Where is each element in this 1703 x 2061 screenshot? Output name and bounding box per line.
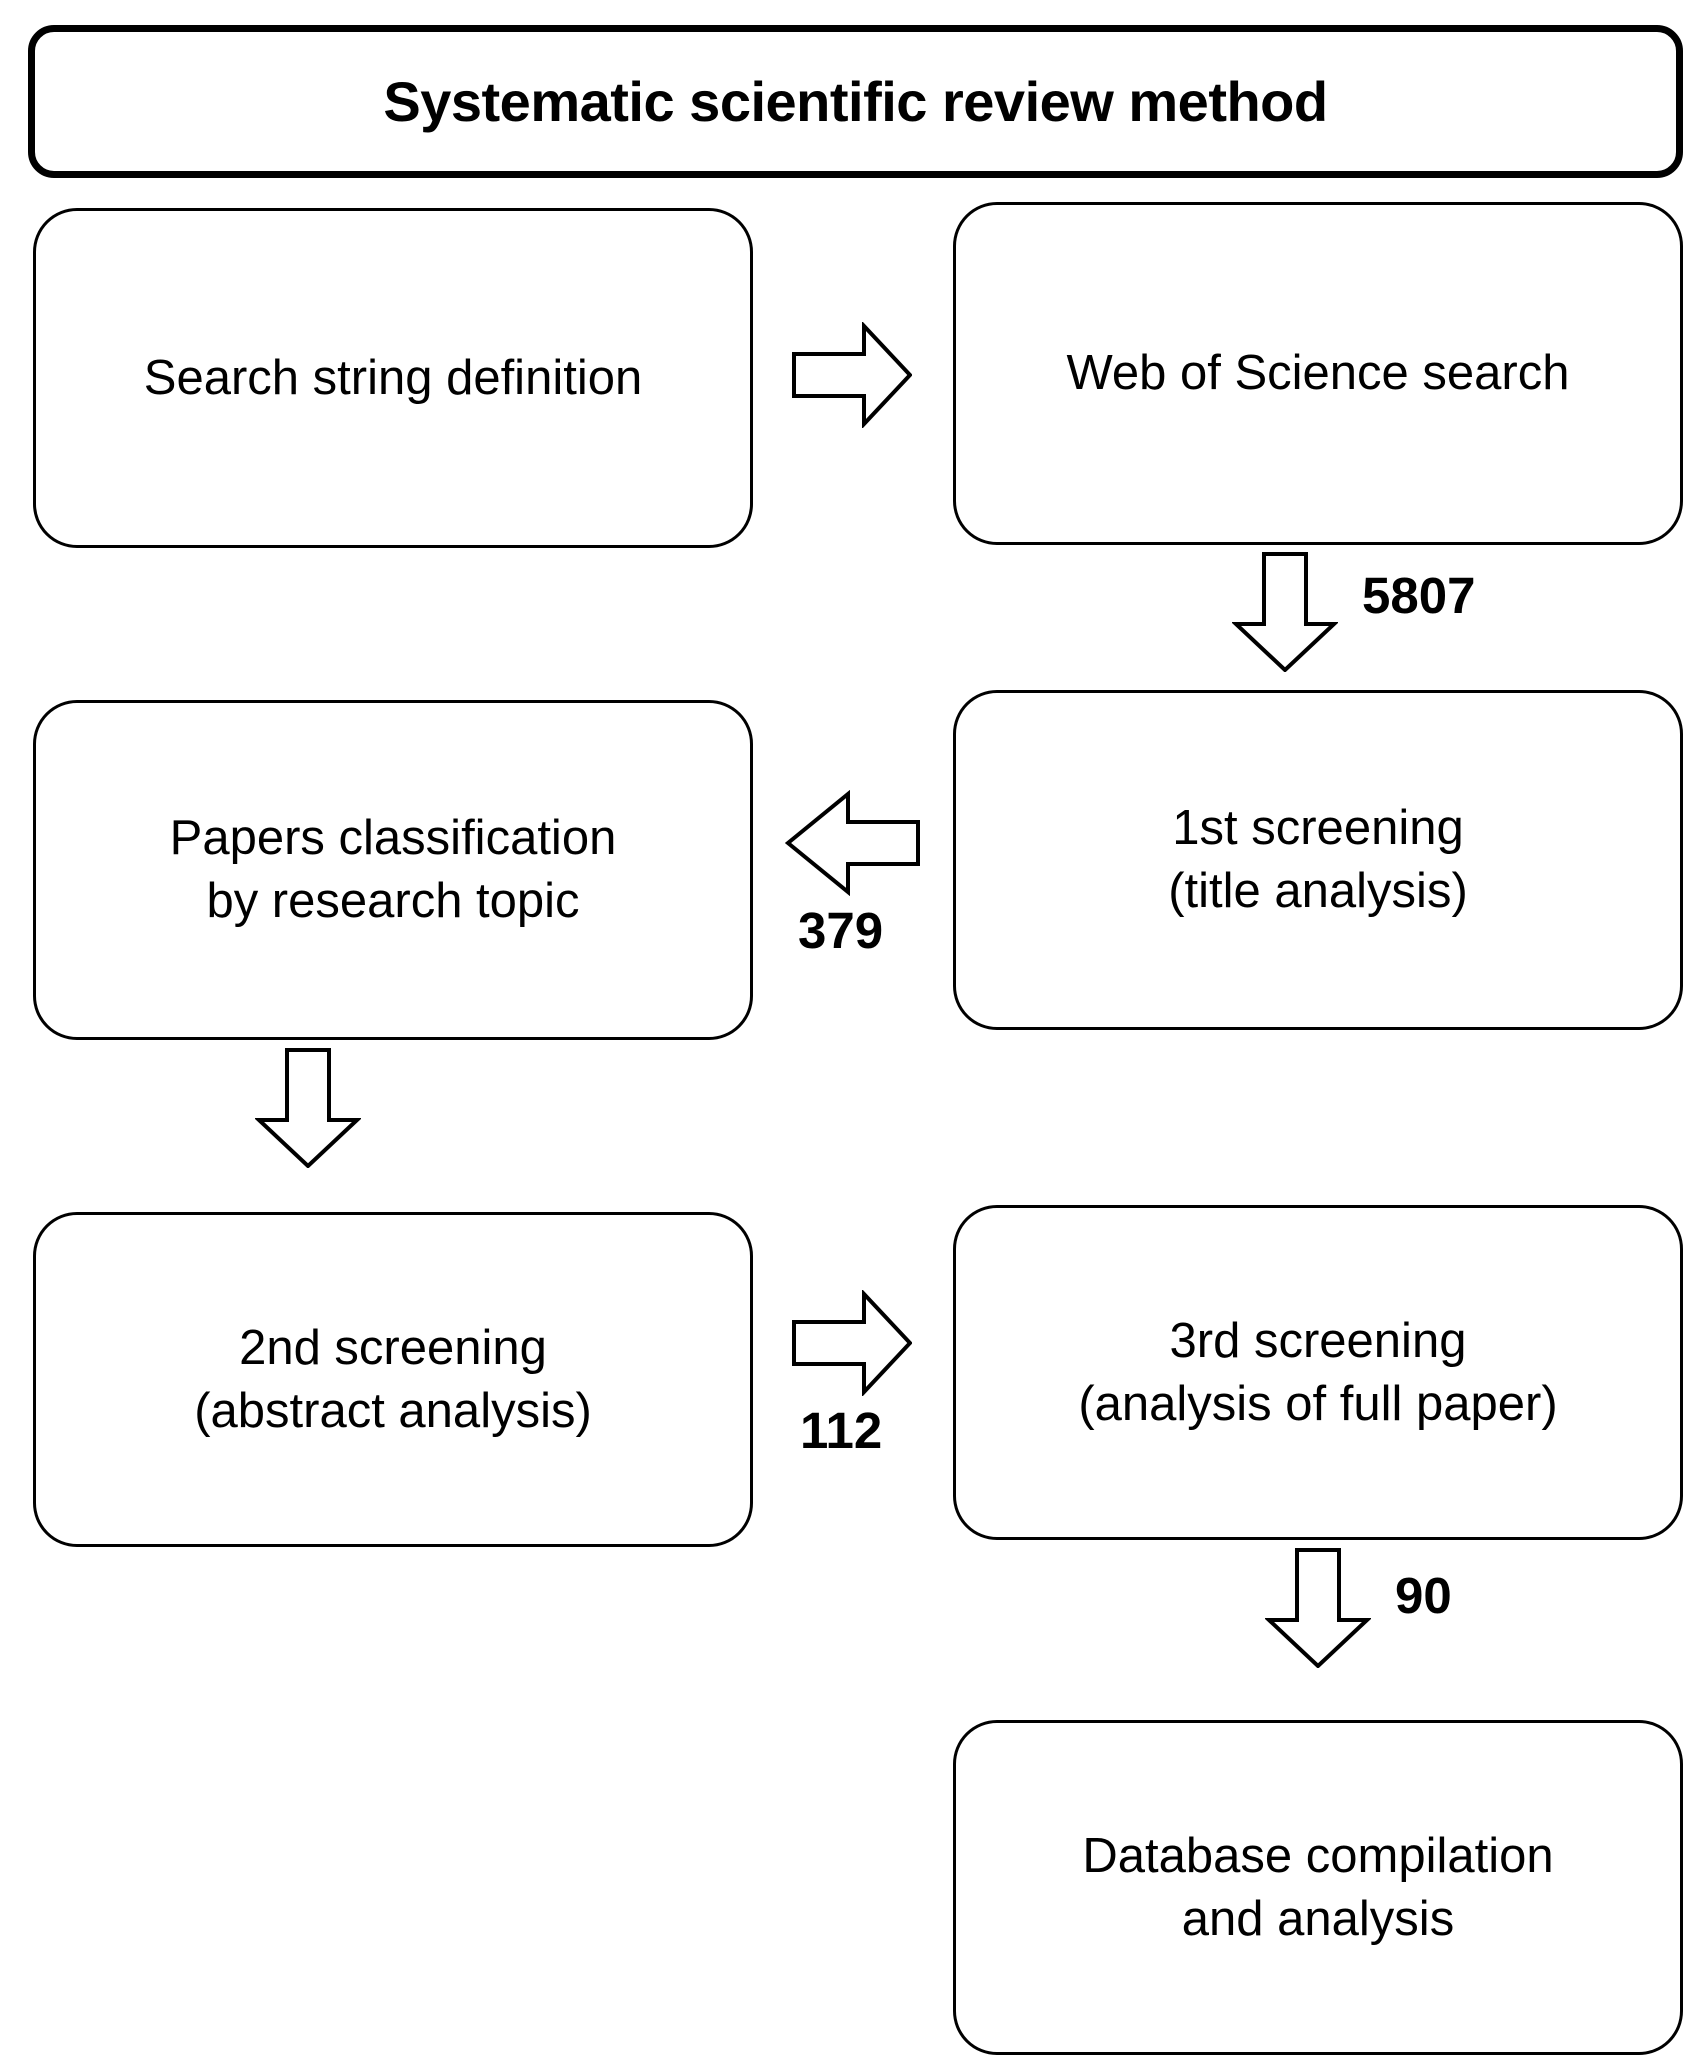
- node-search-string-definition[interactable]: Search string definition: [33, 208, 753, 548]
- node-label: 3rd screening (analysis of full paper): [1078, 1313, 1558, 1431]
- node-label: 2nd screening (abstract analysis): [194, 1320, 592, 1438]
- node-label: Database compilation and analysis: [1082, 1828, 1554, 1946]
- node-label: Search string definition: [143, 350, 643, 405]
- arrow-down-classification-to-second-screening: [255, 1048, 361, 1168]
- node-web-of-science-search[interactable]: Web of Science search: [953, 202, 1683, 545]
- connector-count-112: 112: [800, 1402, 883, 1459]
- node-papers-classification[interactable]: Papers classification by research topic: [33, 700, 753, 1040]
- arrow-left-first-screening-to-classification: [785, 790, 920, 896]
- connector-count-379: 379: [798, 902, 884, 959]
- diagram-title: Systematic scientific review method: [383, 69, 1328, 133]
- connector-count-5807: 5807: [1362, 567, 1476, 624]
- arrow-down-wos-to-first-screening: [1232, 552, 1338, 672]
- node-label: Papers classification by research topic: [169, 811, 617, 928]
- arrow-right-second-to-third-screening: [792, 1290, 912, 1396]
- diagram-title-box: Systematic scientific review method: [28, 25, 1683, 178]
- node-second-screening[interactable]: 2nd screening (abstract analysis): [33, 1212, 753, 1547]
- node-label: 1st screening (title analysis): [1168, 801, 1468, 918]
- node-first-screening[interactable]: 1st screening (title analysis): [953, 690, 1683, 1030]
- arrow-right-search-to-wos: [792, 322, 912, 428]
- node-third-screening[interactable]: 3rd screening (analysis of full paper): [953, 1205, 1683, 1540]
- node-label: Web of Science search: [1066, 346, 1570, 401]
- node-database-compilation[interactable]: Database compilation and analysis: [953, 1720, 1683, 2055]
- arrow-down-third-screening-to-database: [1265, 1548, 1371, 1668]
- connector-count-90: 90: [1395, 1567, 1452, 1624]
